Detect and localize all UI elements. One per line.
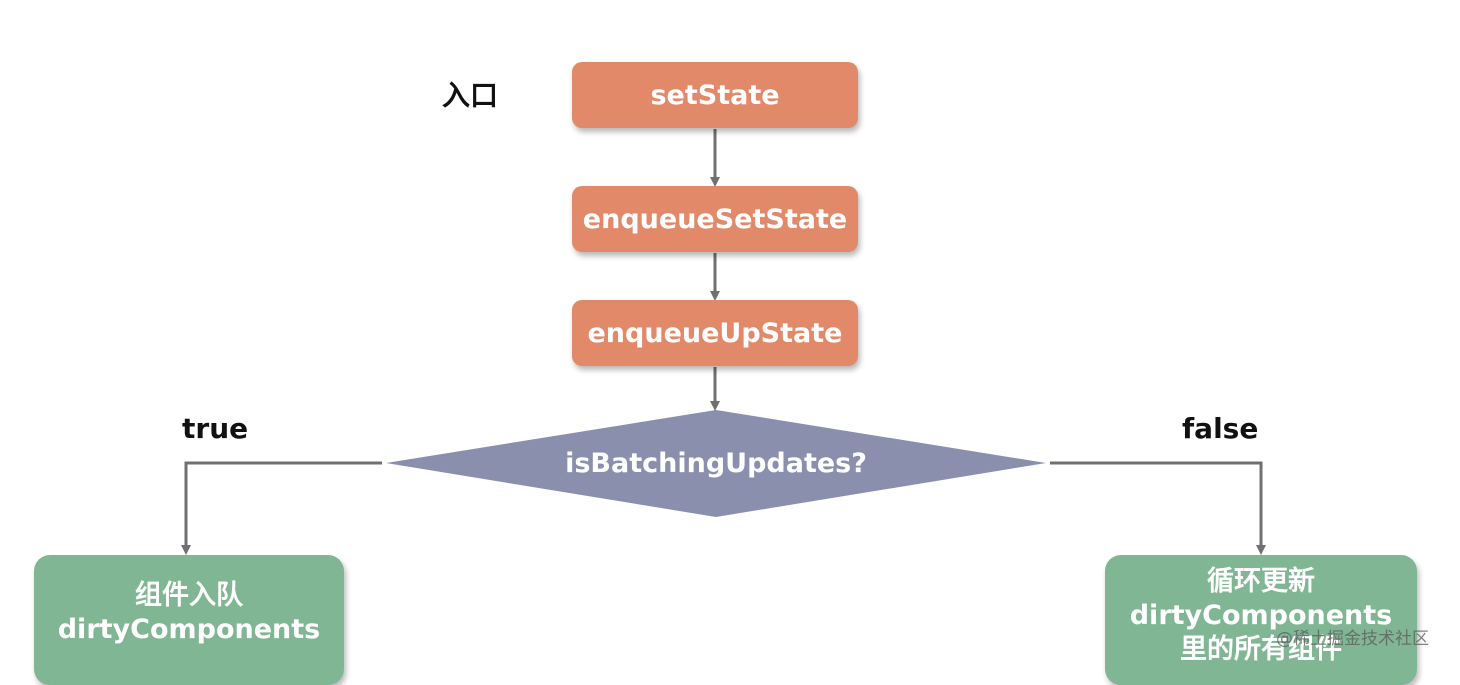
update-all-line-3: 里的所有组件 <box>1180 634 1342 665</box>
decision-diamond <box>386 410 1046 517</box>
enqueue-component-node: 组件入队 dirtyComponents <box>34 555 344 685</box>
enqueue-setstate-node: enqueueSetState <box>572 186 858 252</box>
flowchart-connectors <box>181 129 1266 555</box>
entry-label: 入口 <box>442 79 499 112</box>
enqueue-upstate-node: enqueueUpState <box>572 300 858 366</box>
setstate-node-label: setState <box>650 79 780 111</box>
enqueue-component-line-2: dirtyComponents <box>57 614 321 645</box>
arrow-true-branch <box>181 461 382 555</box>
false-branch-label: false <box>1182 412 1259 445</box>
true-branch-label: true <box>182 412 249 445</box>
update-all-line-2: dirtyComponents <box>1129 600 1393 631</box>
arrow-false-branch <box>1050 461 1266 555</box>
enqueue-upstate-node-label: enqueueUpState <box>587 317 843 349</box>
setstate-node: setState <box>572 62 858 128</box>
decision-label: isBatchingUpdates? <box>565 447 867 479</box>
enqueue-component-line-1: 组件入队 <box>135 580 243 611</box>
enqueue-setstate-node-label: enqueueSetState <box>582 203 848 235</box>
update-all-line-1: 循环更新 <box>1207 566 1315 597</box>
update-all-components-node: 循环更新 dirtyComponents 里的所有组件 <box>1105 555 1417 685</box>
watermark: @稀土掘金技术社区 <box>1276 629 1429 649</box>
